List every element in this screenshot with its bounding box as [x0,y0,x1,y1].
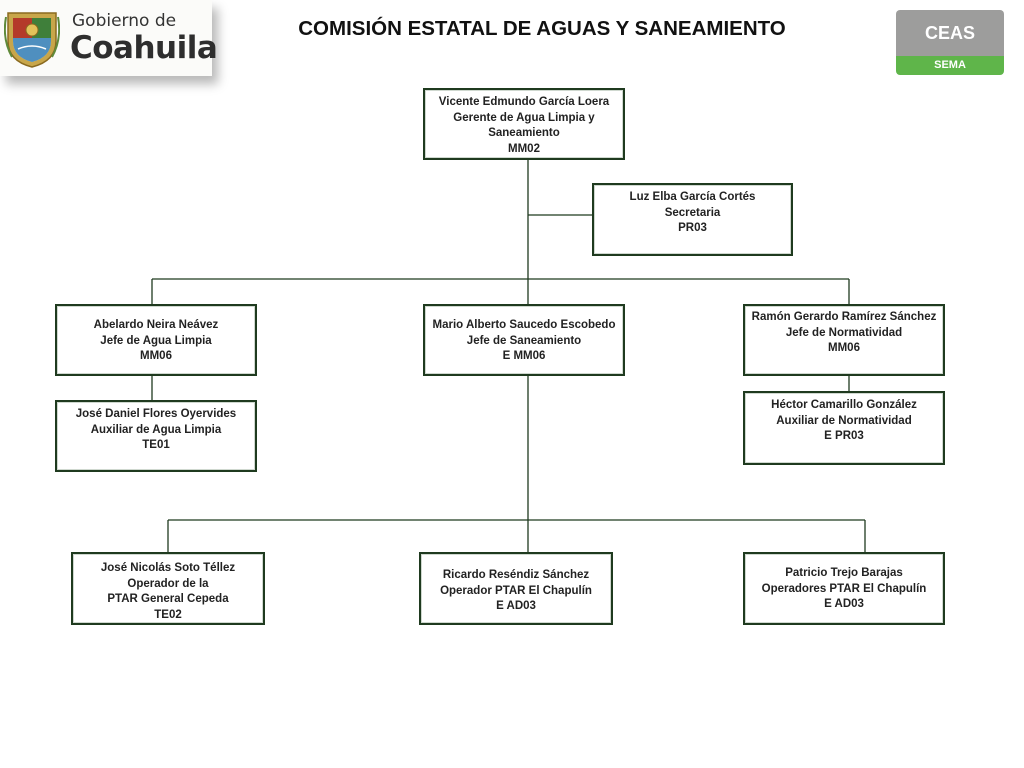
node-name: Mario Alberto Saucedo Escobedo [432,319,616,331]
logo-line-gobierno: Gobierno de [72,11,177,31]
org-node-jefe-saneamiento: Mario Alberto Saucedo Escobedo Jefe de S… [423,304,625,376]
node-role: Jefe de Normatividad [785,326,903,339]
org-node-auxiliar-agua-limpia: José Daniel Flores Oyervides Auxiliar de… [55,400,257,472]
node-name: Vicente Edmundo García Loera [438,96,610,108]
node-role: Operadores PTAR El Chapulín [761,582,927,595]
coat-of-arms-icon [4,12,60,68]
org-node-jefe-agua-limpia: Abelardo Neira Neávez Jefe de Agua Limpi… [55,304,257,376]
node-name: Luz Elba García Cortés [629,191,756,203]
node-role: Auxiliar de Normatividad [776,414,912,427]
node-role: Auxiliar de Agua Limpia [90,423,222,436]
org-node-auxiliar-normatividad: Héctor Camarillo González Auxiliar de No… [743,391,945,465]
node-name: Héctor Camarillo González [771,399,917,411]
ceas-label: CEAS [896,10,1004,56]
node-code: E AD03 [824,598,864,610]
node-code: MM06 [828,342,860,354]
gobierno-coahuila-logo: Gobierno de Coahuila [0,0,218,76]
node-name: Ricardo Reséndiz Sánchez [442,569,590,581]
node-code: PR03 [678,222,707,234]
node-code: E MM06 [502,350,546,362]
node-code: E AD03 [496,600,536,612]
node-name: Patricio Trejo Barajas [785,567,903,579]
node-role: Operador de la [127,577,209,590]
org-node-gerente: Vicente Edmundo García Loera Gerente de … [423,88,625,160]
node-role: Jefe de Saneamiento [466,334,582,347]
node-code: MM06 [140,350,172,362]
node-role: Jefe de Agua Limpia [100,334,212,347]
node-code: E PR03 [824,430,864,442]
ceas-sema-logo: CEAS SEMA [896,10,1004,75]
org-node-operador-cepeda: José Nicolás Soto Téllez Operador de la … [71,552,265,625]
node-role: PTAR General Cepeda [107,593,229,605]
logo-line-coahuila: Coahuila [70,30,218,66]
page-title: COMISIÓN ESTATAL DE AGUAS Y SANEAMIENTO [298,17,786,40]
node-code: MM02 [508,142,540,155]
node-name: José Daniel Flores Oyervides [75,408,237,420]
node-role: Operador PTAR El Chapulín [440,584,592,597]
node-role: Gerente de Agua Limpia y [453,111,595,124]
node-name: Ramón Gerardo Ramírez Sánchez [751,311,937,323]
node-name: José Nicolás Soto Téllez [100,562,236,574]
node-role: Secretaria [664,206,721,219]
sema-label: SEMA [896,56,1004,75]
node-role: Saneamiento [488,127,560,139]
org-node-operador-chapulin: Ricardo Reséndiz Sánchez Operador PTAR E… [419,552,613,625]
org-node-secretaria: Luz Elba García Cortés Secretaria PR03 [592,183,793,256]
org-node-operadores-chapulin: Patricio Trejo Barajas Operadores PTAR E… [743,552,945,625]
node-name: Abelardo Neira Neávez [93,319,219,331]
node-code: TE01 [142,439,170,451]
org-node-jefe-normatividad: Ramón Gerardo Ramírez Sánchez Jefe de No… [743,304,945,376]
node-code: TE02 [154,608,182,621]
